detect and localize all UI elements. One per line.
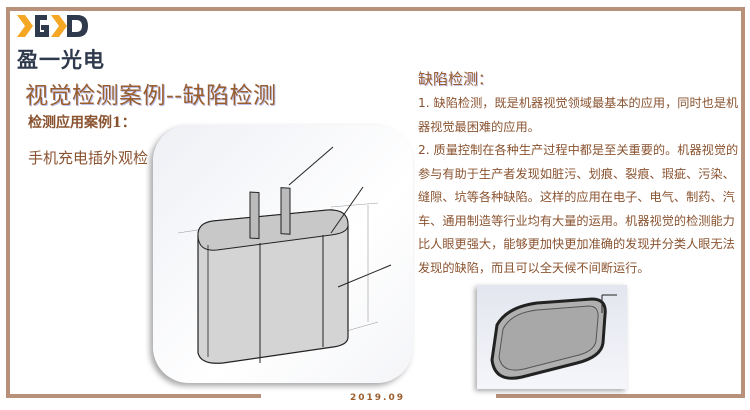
- charger-top-view-drawing: [477, 285, 627, 389]
- paragraph-1: 1. 缺陷检测，既是机器视觉领域最基本的应用，同时也是机器视觉最困难的应用。: [418, 96, 739, 134]
- paragraph-2: 2. 质量控制在各种生产过程中都是至关重要的。机器视觉的参与有助于生产者发现如脏…: [418, 143, 739, 275]
- company-name: 盈一光电: [17, 48, 105, 72]
- company-logo: [17, 15, 88, 37]
- frame-top: [6, 7, 745, 11]
- case-label: 检测应用案例1：: [28, 115, 136, 131]
- date-footer: 2019.09: [350, 393, 405, 403]
- case-description: 手机充电插外观检: [28, 149, 149, 167]
- page-title: 视觉检测案例--缺陷检测: [25, 83, 277, 109]
- frame-bottom-right: [496, 394, 745, 398]
- charger-3d-drawing: [153, 125, 413, 383]
- section-body: 1. 缺陷检测，既是机器视觉领域最基本的应用，同时也是机器视觉最困难的应用。 2…: [418, 92, 743, 280]
- frame-bottom-left: [6, 394, 261, 398]
- frame-right: [741, 7, 745, 398]
- frame-left: [6, 7, 10, 398]
- section-heading: 缺陷检测：: [418, 70, 494, 88]
